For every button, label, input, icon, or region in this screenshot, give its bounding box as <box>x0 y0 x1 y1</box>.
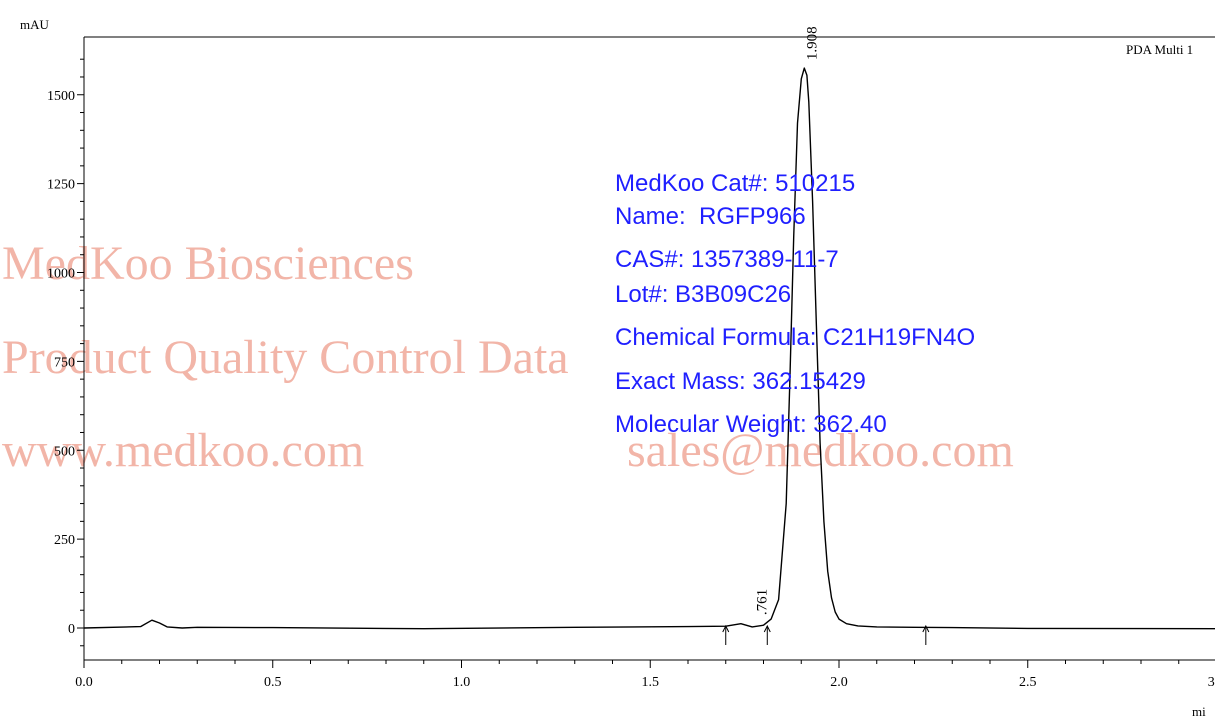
top-right-label: PDA Multi 1 <box>1126 42 1193 57</box>
chromatogram-trace <box>83 67 1215 630</box>
y-tick-label: 1000 <box>47 267 75 282</box>
info-cas: CAS#: 1357389-11-7 <box>615 246 839 273</box>
info-exact-mass: Exact Mass: 362.15429 <box>615 368 866 395</box>
x-tick-label: 1.0 <box>453 675 471 690</box>
integration-marker <box>922 624 930 645</box>
x-tick-label: 0.5 <box>264 675 282 690</box>
x-tick-label: 0.0 <box>75 675 93 690</box>
info-name: Name: RGFP966 <box>615 203 806 230</box>
info-cat-number: MedKoo Cat#: 510215 <box>615 170 855 197</box>
watermark-line-qc: Product Quality Control Data <box>2 331 569 384</box>
product-info-block: MedKoo Cat#: 510215 Name: RGFP966 CAS#: … <box>615 170 975 438</box>
integration-marker <box>763 624 771 645</box>
watermark-line-website: www.medkoo.com <box>2 424 364 477</box>
info-molecular-weight: Molecular Weight: 362.40 <box>615 411 887 438</box>
integration-marker <box>722 624 730 645</box>
watermark-layer: MedKoo Biosciences Product Quality Contr… <box>2 237 1014 477</box>
y-tick-label: 1250 <box>47 178 75 193</box>
y-unit-label: mAU <box>20 17 50 32</box>
y-tick-label: 0 <box>68 622 75 637</box>
y-tick-label: 1500 <box>47 89 75 104</box>
ticks-layer: 0 250 500 750 1000 1250 1500 0.0 0.5 1.0 1.5 2.0 2.5… <box>47 58 1215 690</box>
x-tick-label: 2.5 <box>1019 675 1037 690</box>
trace-layer <box>83 67 1215 630</box>
x-unit-label: mi <box>1192 704 1206 719</box>
x-tick-label: 3.0 <box>1208 675 1215 690</box>
y-tick-label: 500 <box>54 444 75 459</box>
x-tick-label: 1.5 <box>642 675 660 690</box>
info-formula: Chemical Formula: C21H19FN4O <box>615 324 975 351</box>
y-tick-label: 750 <box>54 355 75 370</box>
peak-label: 1.908 <box>804 26 820 60</box>
markers-layer <box>722 624 930 645</box>
peak-label: .761 <box>755 589 771 615</box>
labels-layer: 1.908.7615.945 <box>755 26 821 615</box>
watermark-line-company: MedKoo Biosciences <box>2 237 414 290</box>
x-tick-label: 2.0 <box>830 675 848 690</box>
y-tick-label: 250 <box>54 533 75 548</box>
info-lot: Lot#: B3B09C26 <box>615 281 791 308</box>
